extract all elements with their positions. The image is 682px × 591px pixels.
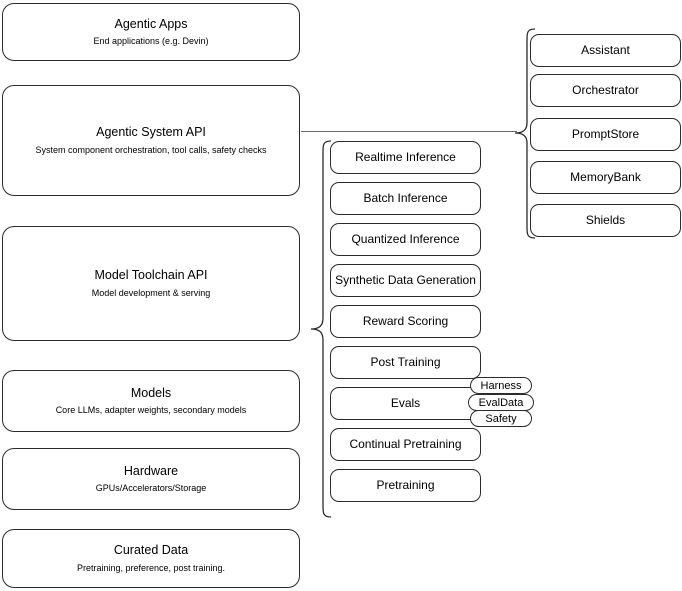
- agentic-system-item-assistant[interactable]: Assistant: [530, 34, 681, 67]
- layer-title: Model Toolchain API: [94, 268, 208, 283]
- eval-badge-safety[interactable]: Safety: [470, 410, 532, 427]
- brace-toolchain: [310, 140, 332, 518]
- toolchain-item-continual-pretraining[interactable]: Continual Pretraining: [330, 428, 481, 461]
- toolchain-item-reward-scoring[interactable]: Reward Scoring: [330, 305, 481, 338]
- badge-label: Harness: [480, 379, 522, 392]
- layer-title: Models: [130, 385, 172, 400]
- toolchain-item-pretraining[interactable]: Pretraining: [330, 469, 481, 502]
- layer-box-hardware[interactable]: Hardware GPUs/Accelerators/Storage: [2, 448, 300, 510]
- badge-label: Safety: [485, 412, 517, 425]
- eval-badge-evaldata[interactable]: EvalData: [468, 394, 534, 411]
- badge-label: EvalData: [478, 396, 524, 409]
- item-label: Shields: [585, 213, 626, 227]
- layer-subtitle: Pretraining, preference, post training.: [76, 562, 226, 573]
- toolchain-item-batch-inference[interactable]: Batch Inference: [330, 182, 481, 215]
- eval-badge-harness[interactable]: Harness: [470, 377, 532, 394]
- item-label: Realtime Inference: [355, 150, 456, 164]
- connector-line-system-api-to-components: [301, 131, 517, 132]
- layer-title: Curated Data: [113, 543, 189, 558]
- agentic-system-item-memorybank[interactable]: MemoryBank: [530, 161, 681, 194]
- item-label: Quantized Inference: [351, 232, 460, 246]
- agentic-system-item-promptstore[interactable]: PromptStore: [530, 118, 681, 151]
- item-label: Assistant: [581, 43, 630, 57]
- item-label: Batch Inference: [363, 191, 448, 205]
- layer-box-model-toolchain-api[interactable]: Model Toolchain API Model development & …: [2, 226, 300, 341]
- toolchain-item-synthetic-data-generation[interactable]: Synthetic Data Generation: [330, 264, 481, 297]
- item-label: Continual Pretraining: [349, 437, 462, 451]
- item-label: Pretraining: [376, 478, 435, 492]
- item-label: Post Training: [370, 355, 441, 369]
- toolchain-item-quantized-inference[interactable]: Quantized Inference: [330, 223, 481, 256]
- layer-subtitle: Core LLMs, adapter weights, secondary mo…: [55, 405, 247, 416]
- layer-box-models[interactable]: Models Core LLMs, adapter weights, secon…: [2, 370, 300, 432]
- layer-box-curated-data[interactable]: Curated Data Pretraining, preference, po…: [2, 529, 300, 588]
- agentic-system-item-shields[interactable]: Shields: [530, 204, 681, 237]
- item-label: Reward Scoring: [362, 314, 449, 328]
- layer-subtitle: System component orchestration, tool cal…: [35, 144, 267, 155]
- toolchain-item-realtime-inference[interactable]: Realtime Inference: [330, 141, 481, 174]
- item-label: MemoryBank: [570, 170, 641, 184]
- layer-subtitle: Model development & serving: [91, 287, 211, 298]
- toolchain-item-post-training[interactable]: Post Training: [330, 346, 481, 379]
- layer-title: Agentic Apps: [114, 16, 188, 31]
- item-label: Evals: [390, 396, 421, 410]
- item-label: Orchestrator: [572, 83, 639, 97]
- item-label: PromptStore: [571, 127, 640, 141]
- layer-box-agentic-system-api[interactable]: Agentic System API System component orch…: [2, 85, 300, 196]
- layer-title: Agentic System API: [96, 125, 206, 140]
- layer-title: Hardware: [123, 463, 179, 478]
- brace-agentic-system: [514, 28, 536, 239]
- layer-box-agentic-apps[interactable]: Agentic Apps End applications (e.g. Devi…: [2, 3, 300, 61]
- toolchain-item-evals[interactable]: Evals: [330, 387, 481, 420]
- item-label: Synthetic Data Generation: [335, 273, 476, 287]
- agentic-system-item-orchestrator[interactable]: Orchestrator: [530, 74, 681, 107]
- layer-subtitle: GPUs/Accelerators/Storage: [95, 483, 207, 494]
- layer-subtitle: End applications (e.g. Devin): [93, 36, 209, 47]
